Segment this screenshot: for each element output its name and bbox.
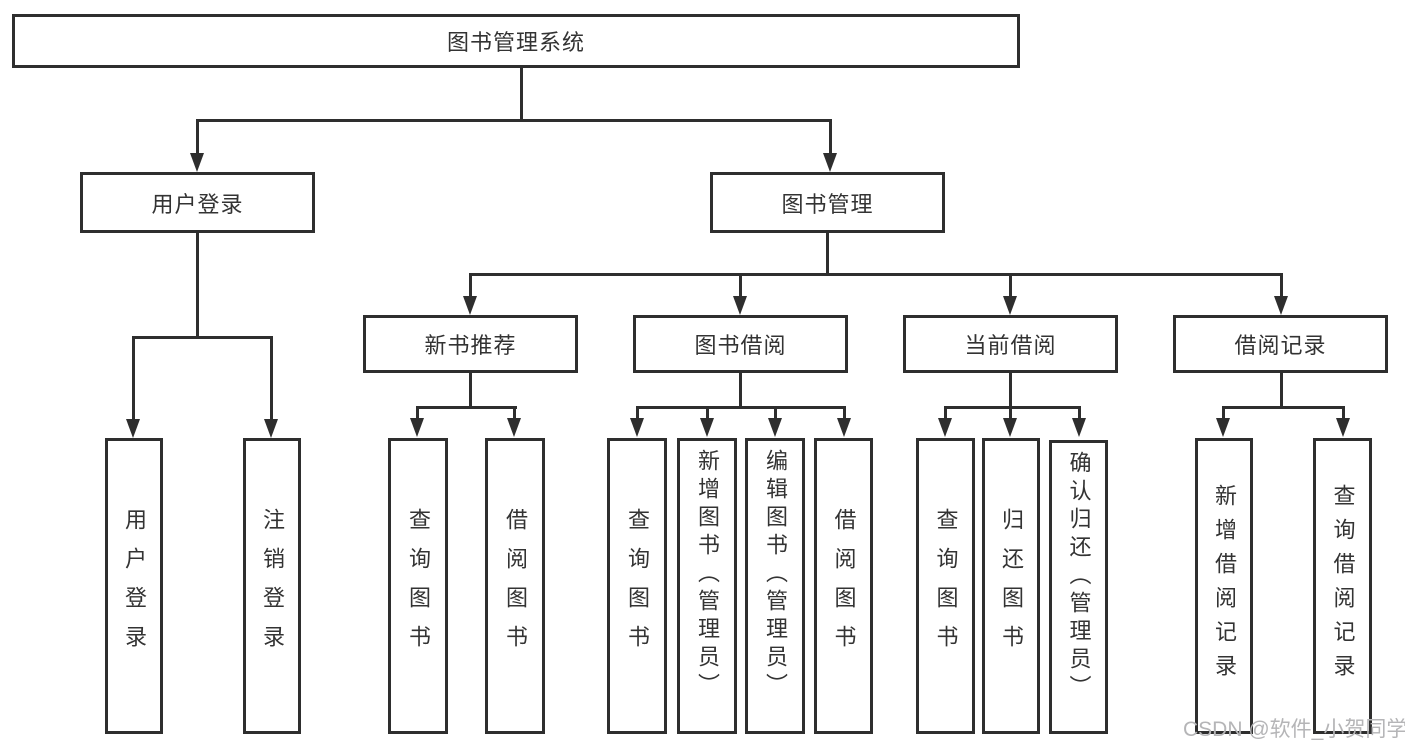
connector-drop-current-borrow xyxy=(1009,273,1012,297)
node-book-borrow: 图书借阅 xyxy=(633,315,848,373)
connector-drop xyxy=(636,406,639,420)
arrow-down-icon xyxy=(264,419,278,438)
connector-drop-book-management xyxy=(829,119,832,156)
connector-root-crossbar xyxy=(196,119,832,122)
arrow-down-icon xyxy=(768,418,782,437)
arrow-down-icon xyxy=(837,418,851,437)
connector-drop xyxy=(1009,406,1012,420)
connector-drop xyxy=(1222,406,1225,420)
arrow-down-icon xyxy=(1003,418,1017,437)
arrow-down-icon xyxy=(700,418,714,437)
connector-book-borrow-stem xyxy=(739,373,742,406)
leaf-label: 编辑图书（管理员） xyxy=(763,449,788,701)
connector-new-book-stem xyxy=(469,373,472,406)
leaf-label: 查询图书 xyxy=(625,508,650,664)
leaf-label: 新增借阅记录 xyxy=(1212,484,1237,688)
leaf-edit-books-admin: 编辑图书（管理员） xyxy=(745,438,805,734)
csdn-watermark: CSDN @软件_小贺同学 xyxy=(1183,718,1405,741)
connector-drop xyxy=(774,406,777,420)
arrow-down-icon xyxy=(1274,296,1288,315)
leaf-query-books-recommend: 查询图书 xyxy=(388,438,448,734)
connector-drop xyxy=(1078,406,1081,420)
leaf-label: 注销登录 xyxy=(260,508,285,664)
node-user-login: 用户登录 xyxy=(80,172,315,233)
arrow-down-icon xyxy=(190,153,204,172)
leaf-user-login: 用户登录 xyxy=(105,438,163,734)
leaf-label: 确认归还（管理员） xyxy=(1066,451,1092,703)
leaf-label: 查询图书 xyxy=(406,508,431,664)
connector-book-management-stem xyxy=(826,233,829,273)
connector-book-borrow-crossbar xyxy=(636,406,846,409)
connector-user-login-crossbar xyxy=(132,336,273,339)
leaf-query-books-borrow: 查询图书 xyxy=(607,438,667,734)
arrow-down-icon xyxy=(1072,418,1086,437)
arrow-down-icon xyxy=(1216,418,1230,437)
leaf-add-borrow-record: 新增借阅记录 xyxy=(1195,438,1253,734)
leaf-label: 用户登录 xyxy=(122,508,147,664)
connector-borrow-records-stem xyxy=(1280,373,1283,406)
arrow-down-icon xyxy=(1003,296,1017,315)
connector-root-stem xyxy=(520,68,523,119)
connector-drop-borrow-records xyxy=(1280,273,1283,297)
arrow-down-icon xyxy=(938,418,952,437)
connector-drop xyxy=(843,406,846,420)
connector-book-management-crossbar xyxy=(469,273,1283,276)
node-borrow-records: 借阅记录 xyxy=(1173,315,1388,373)
connector-borrow-records-crossbar xyxy=(1222,406,1345,409)
leaf-borrow-books: 借阅图书 xyxy=(814,438,873,734)
node-current-borrow: 当前借阅 xyxy=(903,315,1118,373)
connector-new-book-crossbar xyxy=(416,406,517,409)
leaf-logout: 注销登录 xyxy=(243,438,301,734)
connector-drop xyxy=(706,406,709,420)
connector-drop-leaf-user-login xyxy=(132,336,135,420)
node-new-book-recommend: 新书推荐 xyxy=(363,315,578,373)
connector-drop xyxy=(416,406,419,420)
connector-drop-book-borrow xyxy=(739,273,742,297)
leaf-return-books: 归还图书 xyxy=(982,438,1040,734)
leaf-confirm-return-admin: 确认归还（管理员） xyxy=(1049,440,1108,734)
leaf-label: 查询借阅记录 xyxy=(1330,484,1356,688)
node-library-management-system: 图书管理系统 xyxy=(12,14,1020,68)
connector-current-borrow-stem xyxy=(1009,373,1012,406)
connector-drop xyxy=(944,406,947,420)
node-book-management: 图书管理 xyxy=(710,172,945,233)
leaf-label: 借阅图书 xyxy=(831,508,857,664)
connector-drop xyxy=(513,406,516,420)
leaf-label: 借阅图书 xyxy=(503,508,528,664)
arrow-down-icon xyxy=(733,296,747,315)
arrow-down-icon xyxy=(463,296,477,315)
leaf-query-books-current: 查询图书 xyxy=(916,438,975,734)
leaf-borrow-books-recommend: 借阅图书 xyxy=(485,438,545,734)
leaf-label: 归还图书 xyxy=(999,508,1024,664)
connector-drop-leaf-logout xyxy=(270,336,273,420)
leaf-query-borrow-record: 查询借阅记录 xyxy=(1313,438,1372,734)
arrow-down-icon xyxy=(630,418,644,437)
arrow-down-icon xyxy=(507,418,521,437)
leaf-add-books-admin: 新增图书（管理员） xyxy=(677,438,737,734)
connector-drop xyxy=(1342,406,1345,420)
leaf-label: 查询图书 xyxy=(933,508,959,664)
arrow-down-icon xyxy=(126,419,140,438)
connector-user-login-stem xyxy=(196,233,199,336)
arrow-down-icon xyxy=(1336,418,1350,437)
connector-drop-user-login xyxy=(196,119,199,156)
arrow-down-icon xyxy=(410,418,424,437)
leaf-label: 新增图书（管理员） xyxy=(695,449,720,701)
connector-drop-new-book xyxy=(469,273,472,297)
connector-current-borrow-crossbar xyxy=(944,406,1081,409)
arrow-down-icon xyxy=(823,153,837,172)
